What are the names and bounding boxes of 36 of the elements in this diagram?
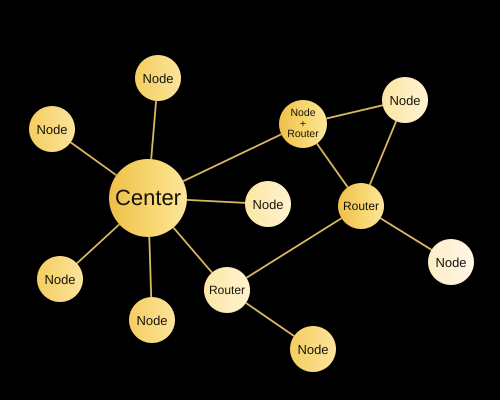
connector-line <box>316 143 348 188</box>
connector-line <box>380 217 432 251</box>
connector-line <box>182 133 282 182</box>
node-label: Node <box>141 72 175 84</box>
connector-line <box>246 302 294 337</box>
node-circle <box>29 106 75 152</box>
node-circle <box>204 267 250 313</box>
node-label: Router <box>208 284 246 296</box>
node-circle <box>129 297 175 343</box>
connector-line <box>150 100 157 160</box>
node-circle <box>290 326 336 372</box>
node-circle <box>279 100 327 148</box>
connector-line <box>70 142 117 176</box>
node-circle <box>37 256 83 302</box>
node-circle <box>245 181 291 227</box>
connector-line <box>148 236 152 298</box>
connector-line <box>326 104 383 120</box>
node-label: Node <box>434 256 468 268</box>
connector-line <box>246 217 342 279</box>
node-label: Node <box>35 122 69 136</box>
node-label: Node <box>135 314 169 326</box>
node-circle <box>382 77 428 123</box>
node-label: Node <box>43 272 77 286</box>
node-label: Node <box>296 342 330 356</box>
node-circle <box>135 55 181 101</box>
node-circle <box>338 183 384 229</box>
connector-line <box>172 227 213 274</box>
connector-line <box>186 199 246 204</box>
node-label: Node <box>388 94 422 106</box>
node-label: Center <box>114 187 182 209</box>
node-circle <box>428 239 474 285</box>
connector-line <box>368 120 398 186</box>
node-label: Node + Router <box>286 108 320 140</box>
connector-line <box>76 224 120 264</box>
node-label: Router <box>342 200 380 212</box>
node-label: Node <box>251 198 285 210</box>
